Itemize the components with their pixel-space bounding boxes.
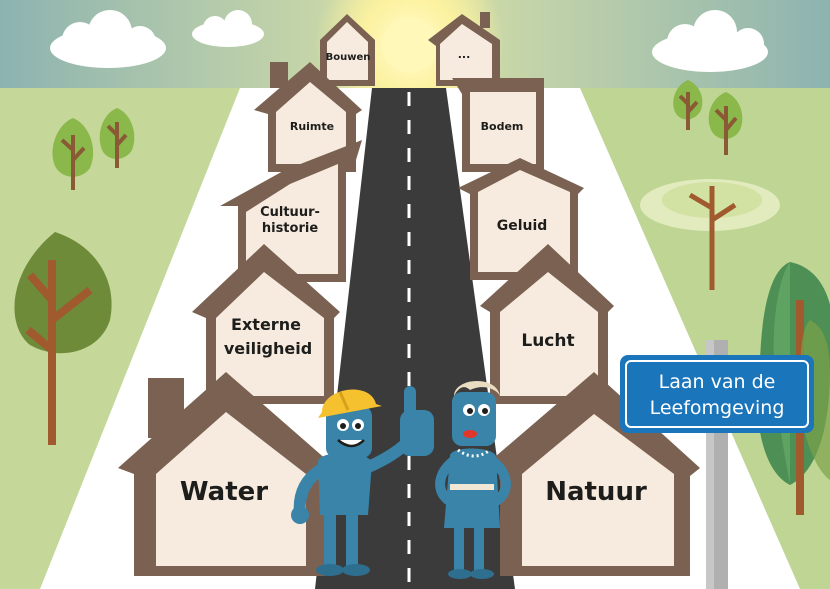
house-label-cultuurhistorie-2: historie — [262, 221, 318, 236]
house-cultuurhistorie: Cultuur- historie — [220, 140, 362, 282]
hard-hat-icon — [318, 389, 382, 418]
cloud-left — [50, 10, 166, 68]
house-label-bodem: Bodem — [481, 120, 524, 133]
tree-icon — [52, 118, 94, 190]
house-externe-veiligheid: Externe veiligheid — [192, 244, 340, 404]
tree-icon — [14, 232, 112, 445]
woman-figure — [435, 380, 511, 579]
sun — [382, 17, 438, 73]
house-label-lucht: Lucht — [521, 331, 574, 351]
house-more: ... — [428, 12, 500, 86]
house-ruimte: Ruimte — [254, 62, 362, 172]
house-lucht: Lucht — [480, 244, 614, 404]
house-label-cultuurhistorie-1: Cultuur- — [260, 205, 320, 220]
house-water: Water — [118, 372, 336, 576]
tree-icon — [708, 92, 743, 155]
tree-icon — [99, 108, 135, 168]
worker-figure — [291, 386, 434, 576]
house-label-natuur: Natuur — [545, 477, 647, 507]
cloud-right — [652, 10, 768, 72]
house-label-water: Water — [180, 477, 268, 507]
house-label-bouwen: Bouwen — [326, 52, 371, 63]
house-label-more: ... — [458, 48, 471, 61]
house-label-ruimte: Ruimte — [290, 120, 334, 133]
cloud-small — [192, 10, 264, 47]
house-label-externe-veiligheid-1: Externe — [231, 315, 301, 334]
house-label-externe-veiligheid-2: veiligheid — [224, 339, 312, 358]
sign-plate — [620, 355, 814, 433]
house-label-geluid: Geluid — [497, 218, 548, 234]
street-sign: Laan van de Leefomgeving — [620, 340, 814, 589]
tree-icon — [673, 80, 703, 130]
sign-line-1: Laan van de — [659, 371, 776, 393]
house-bouwen: Bouwen — [320, 14, 375, 86]
sign-line-2: Leefomgeving — [650, 397, 785, 419]
house-bodem: Bodem — [452, 78, 544, 172]
tree-icon — [640, 179, 780, 290]
